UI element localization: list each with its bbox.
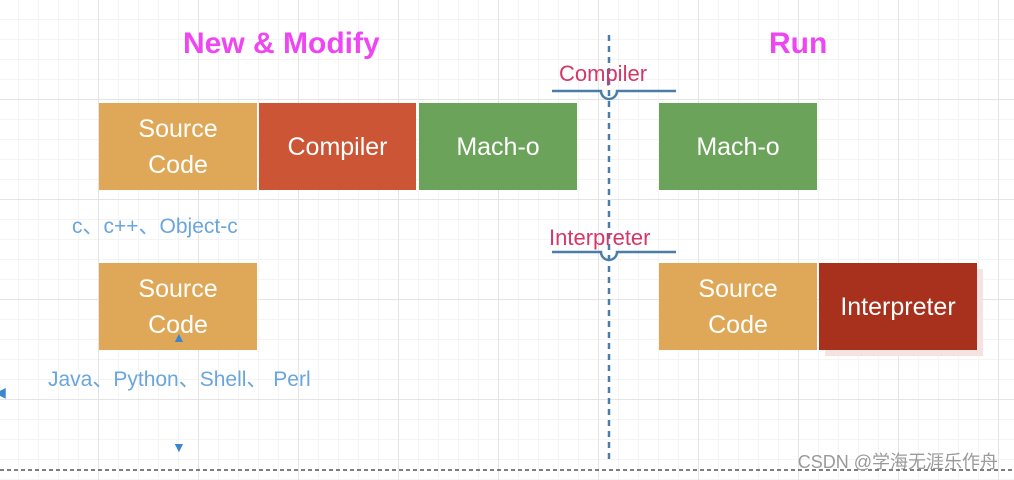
interpreter-connector [552,250,676,262]
heading-run: Run [769,27,828,60]
mach-o-box-build[interactable]: Mach-o [419,103,577,190]
heading-new-modify: New & Modify [183,27,380,60]
interpreter-box[interactable]: Interpreter [819,263,977,350]
resize-handle-up-icon[interactable]: ▲ [172,329,186,345]
interpreter-lane-label: Interpreter [549,225,651,250]
resize-handle-left-icon[interactable]: ◀ [0,384,6,400]
compiler-box[interactable]: Compiler [259,103,416,190]
interpreted-languages-note: Java、Python、Shell、 Perl [48,368,311,391]
compiled-languages-note: c、c++、Object-c [72,215,238,238]
watermark: CSDN @学海无涯乐作舟 [797,452,998,472]
compiler-connector [552,89,676,101]
mach-o-box-run[interactable]: Mach-o [659,103,817,190]
resize-handle-down-icon[interactable]: ▼ [172,439,186,455]
source-code-box-run[interactable]: Source Code [659,263,817,350]
compiler-lane-label: Compiler [559,61,648,86]
source-code-box-interpreted[interactable]: Source Code [99,263,257,350]
source-code-box-compiled[interactable]: Source Code [99,103,257,190]
